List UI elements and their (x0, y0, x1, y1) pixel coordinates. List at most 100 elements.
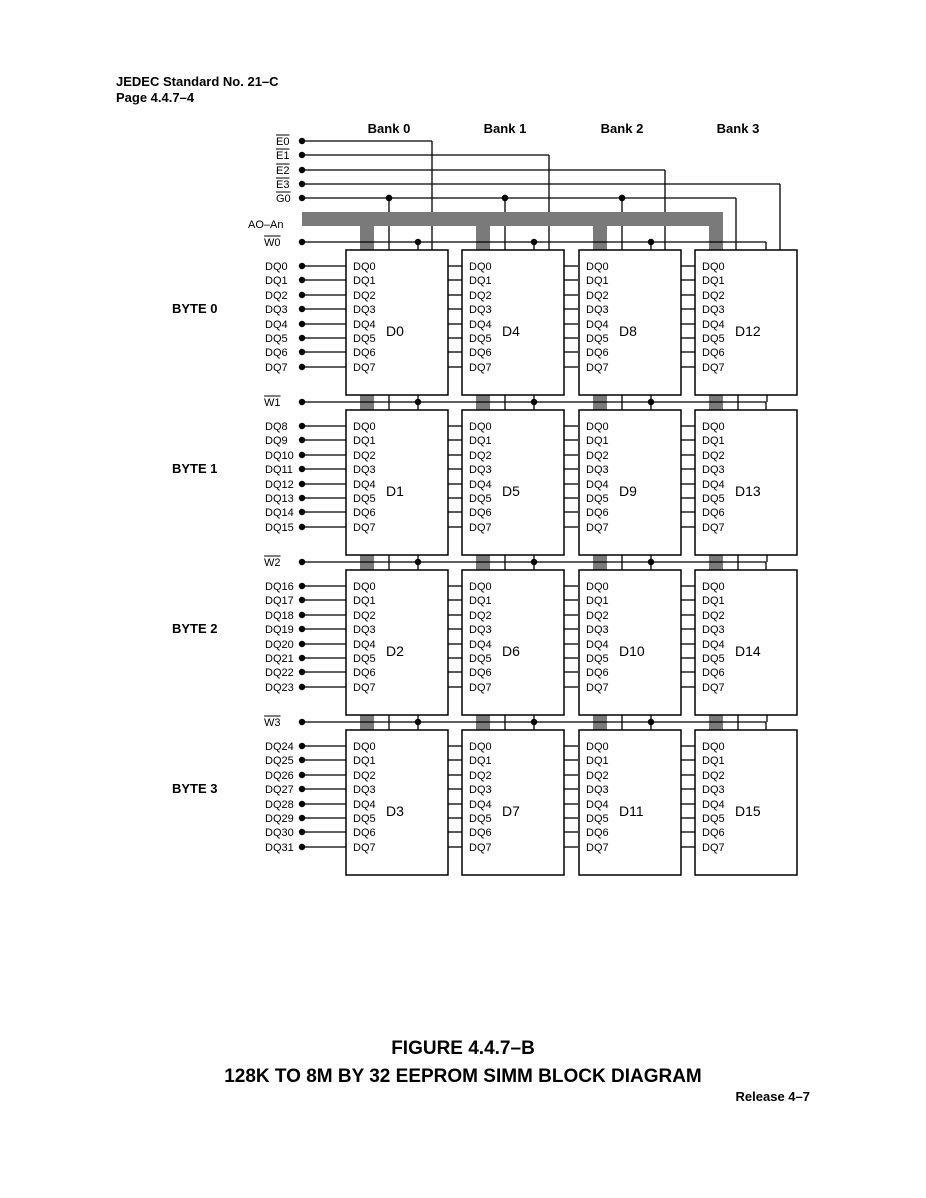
chip-pin-label: DQ5 (702, 653, 725, 665)
chip-pin-label: DQ0 (702, 581, 725, 593)
chip-pin-label: DQ6 (586, 507, 609, 519)
chip-pin-label: DQ4 (586, 799, 609, 811)
dq-line-label: DQ3 (265, 304, 288, 316)
chip-name-d15: D15 (735, 803, 761, 819)
chip-pin-label: DQ3 (353, 784, 376, 796)
chip-name-d4: D4 (502, 323, 520, 339)
chip-pin-label: DQ4 (353, 479, 376, 491)
chip-pin-label: DQ4 (702, 639, 725, 651)
chip-pin-label: DQ4 (586, 479, 609, 491)
chip-pin-label: DQ3 (586, 624, 609, 636)
dq-line-label: DQ26 (265, 770, 294, 782)
chip-pin-label: DQ7 (469, 842, 492, 854)
chip-d6 (461, 569, 565, 716)
chip-pin-label: DQ0 (353, 261, 376, 273)
chip-pin-label: DQ5 (353, 653, 376, 665)
chip-name-d13: D13 (735, 483, 761, 499)
chip-pin-label: DQ1 (353, 435, 376, 447)
chip-pin-label: DQ1 (353, 755, 376, 767)
dq-line-label: DQ17 (265, 595, 294, 607)
dq-line-label: DQ24 (265, 741, 294, 753)
chip-pin-label: DQ1 (469, 275, 492, 287)
chip-pin-label: DQ7 (702, 682, 725, 694)
chip-pin-label: DQ4 (702, 799, 725, 811)
output-enable-label: G0 (276, 193, 291, 205)
chip-pin-label: DQ7 (586, 682, 609, 694)
dq-line-label: DQ8 (265, 421, 288, 433)
chip-d14 (694, 569, 798, 716)
chip-pin-label: DQ2 (702, 290, 725, 302)
chip-pin-label: DQ6 (353, 507, 376, 519)
chip-name-d1: D1 (386, 483, 404, 499)
chip-pin-label: DQ7 (469, 362, 492, 374)
chip-pin-label: DQ7 (586, 362, 609, 374)
chip-pin-label: DQ6 (469, 667, 492, 679)
chip-pin-label: DQ3 (586, 304, 609, 316)
chip-name-d11: D11 (619, 803, 644, 819)
chip-name-d6: D6 (502, 643, 520, 659)
dq-line-label: DQ1 (265, 275, 288, 287)
chip-pin-label: DQ1 (469, 755, 492, 767)
enable-label-e3: E3 (276, 179, 289, 191)
chip-name-d3: D3 (386, 803, 404, 819)
chip-pin-label: DQ7 (353, 362, 376, 374)
chip-pin-label: DQ2 (469, 770, 492, 782)
chip-pin-label: DQ5 (586, 813, 609, 825)
chip-pin-label: DQ0 (702, 421, 725, 433)
chip-d15 (694, 729, 798, 876)
dq-line-label: DQ10 (265, 450, 294, 462)
figure-number: FIGURE 4.4.7–B (391, 1038, 535, 1059)
chip-pin-label: DQ3 (469, 304, 492, 316)
chip-pin-label: DQ2 (353, 610, 376, 622)
chip-pin-label: DQ5 (353, 493, 376, 505)
chip-pin-label: DQ5 (586, 493, 609, 505)
chip-pin-label: DQ0 (353, 741, 376, 753)
chip-name-d9: D9 (619, 483, 637, 499)
chip-pin-label: DQ7 (702, 362, 725, 374)
dq-line-label: DQ15 (265, 522, 294, 534)
dq-line-label: DQ14 (265, 507, 294, 519)
chip-pin-label: DQ6 (586, 827, 609, 839)
chip-pin-label: DQ7 (702, 842, 725, 854)
chip-d10 (578, 569, 682, 716)
chip-pin-label: DQ5 (702, 813, 725, 825)
chip-pin-label: DQ4 (469, 479, 492, 491)
chip-pin-label: DQ1 (469, 595, 492, 607)
dq-line-label: DQ16 (265, 581, 294, 593)
enable-label-e1: E1 (276, 150, 289, 162)
bank-label: Bank 0 (368, 121, 411, 136)
chip-pin-label: DQ0 (586, 421, 609, 433)
chip-pin-label: DQ2 (469, 610, 492, 622)
chip-pin-label: DQ2 (353, 450, 376, 462)
chip-pin-label: DQ5 (469, 813, 492, 825)
chip-pin-label: DQ2 (702, 770, 725, 782)
chip-pin-label: DQ1 (702, 595, 725, 607)
chip-pin-label: DQ1 (586, 755, 609, 767)
dq-line-label: DQ6 (265, 347, 288, 359)
address-bus-label: AO–An (248, 219, 283, 231)
dq-line-label: DQ7 (265, 362, 288, 374)
chip-d12 (694, 249, 798, 396)
chip-pin-label: DQ7 (469, 522, 492, 534)
chip-name-d5: D5 (502, 483, 520, 499)
chip-pin-label: DQ0 (586, 581, 609, 593)
chip-pin-label: DQ0 (702, 261, 725, 273)
chip-pin-label: DQ3 (353, 624, 376, 636)
dq-line-label: DQ13 (265, 493, 294, 505)
dq-line-label: DQ2 (265, 290, 288, 302)
dq-line-label: DQ25 (265, 755, 294, 767)
chip-pin-label: DQ3 (469, 624, 492, 636)
chip-pin-label: DQ3 (469, 784, 492, 796)
chip-d0 (345, 249, 449, 396)
dq-line-label: DQ12 (265, 479, 294, 491)
enable-label-e2: E2 (276, 165, 289, 177)
chip-pin-label: DQ2 (353, 770, 376, 782)
write-label-w2: W2 (264, 557, 281, 569)
dq-line-label: DQ20 (265, 639, 294, 651)
chip-pin-label: DQ5 (469, 493, 492, 505)
chip-d1 (345, 409, 449, 556)
chip-pin-label: DQ6 (353, 347, 376, 359)
dq-line-label: DQ11 (265, 464, 293, 476)
chip-name-d8: D8 (619, 323, 637, 339)
